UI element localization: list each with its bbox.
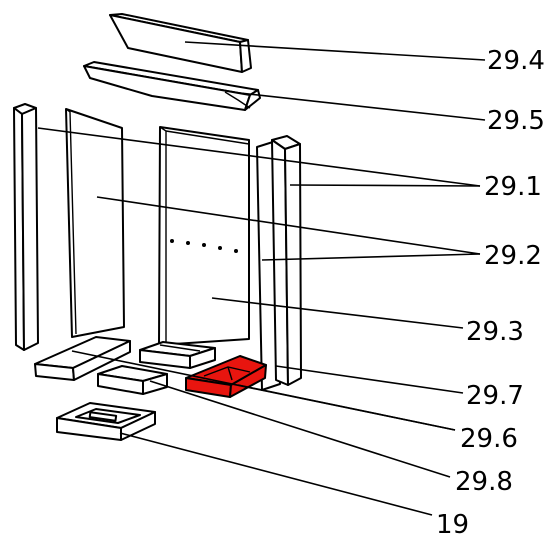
part-29-4-top-baffle[interactable] — [109, 13, 252, 73]
label-29-5: 29.5 — [487, 106, 545, 136]
part-29-6-highlighted-brick[interactable] — [185, 355, 267, 398]
part-29-1-right-side-brick[interactable] — [271, 135, 302, 386]
label-29-1: 29.1 — [484, 172, 542, 202]
part-29-8-floor-brick-front[interactable] — [97, 365, 168, 395]
part-29-1-left-side-brick[interactable] — [13, 103, 39, 351]
label-19: 19 — [436, 510, 469, 540]
label-29-4: 29.4 — [487, 46, 545, 76]
part-labels: 29.4 29.5 29.1 29.2 29.3 29.7 29.6 29.8 … — [436, 46, 545, 540]
rear-panel-dots — [170, 239, 238, 253]
label-29-3: 29.3 — [466, 317, 524, 347]
label-29-7: 29.7 — [466, 381, 524, 411]
label-29-8: 29.8 — [455, 467, 513, 497]
part-29-7-floor-brick-rear[interactable] — [139, 341, 216, 369]
label-29-6: 29.6 — [460, 424, 518, 454]
part-29-3-rear-panel[interactable] — [158, 126, 250, 346]
part-29-2-left-side-panel[interactable] — [65, 108, 125, 338]
label-29-2: 29.2 — [484, 241, 542, 271]
leader-lines — [37, 41, 486, 516]
part-19-ash-tray[interactable] — [56, 402, 156, 441]
